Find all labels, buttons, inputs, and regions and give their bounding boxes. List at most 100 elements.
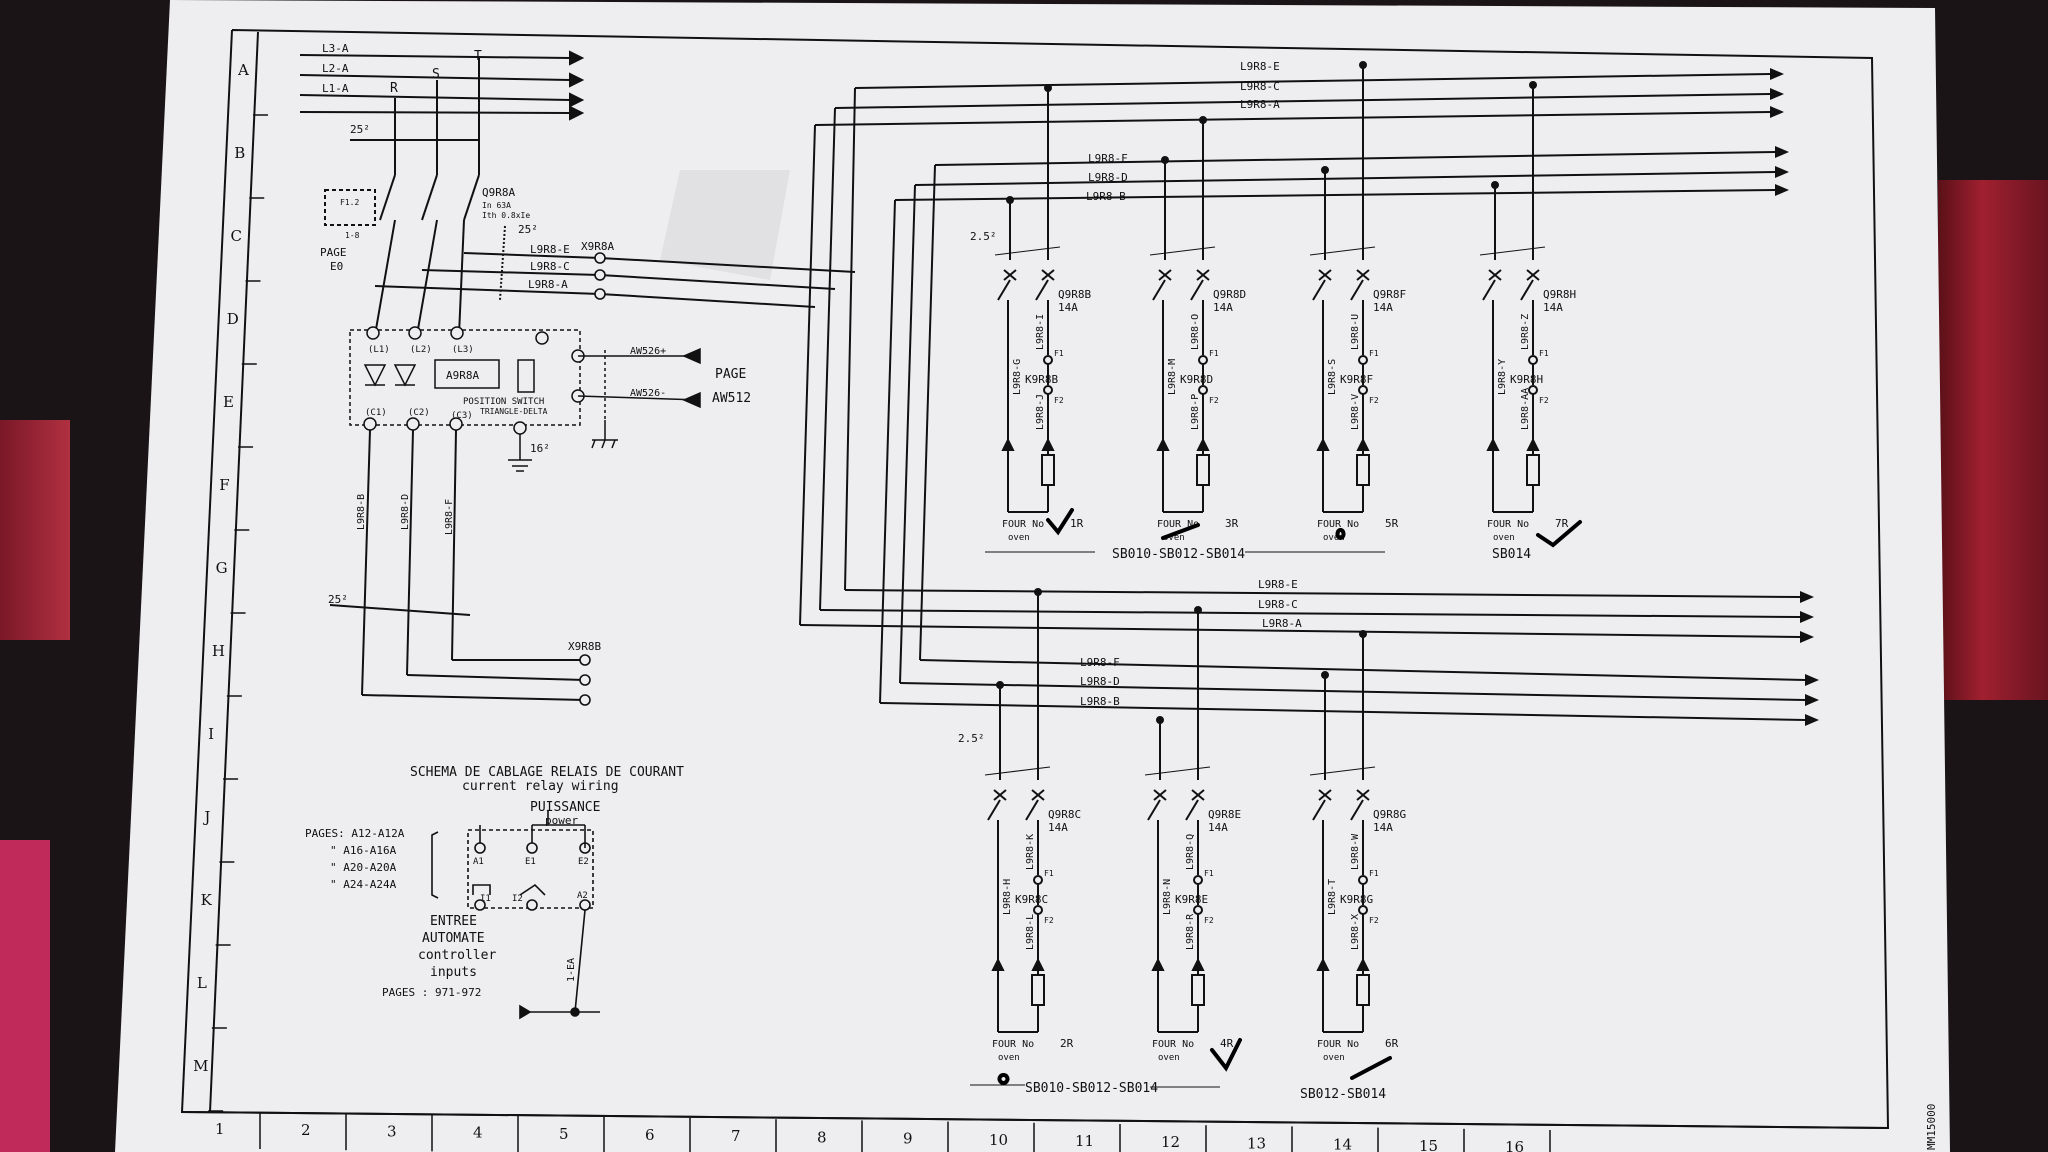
oven-wire-b: L9R8-K	[1025, 834, 1036, 870]
legend-title: SCHEMA DE CABLAGE RELAIS DE COURANT	[410, 765, 684, 780]
column-label: 9	[903, 1130, 913, 1148]
wire-size-oven-top: 2.5²	[970, 230, 997, 243]
breaker-blade	[987, 799, 1001, 821]
column-label: 16	[1505, 1138, 1524, 1152]
oven-label: FOUR No	[1317, 519, 1359, 530]
oven-f2: F2	[1369, 396, 1379, 405]
tap-dot	[1006, 196, 1014, 204]
switch-line2: TRIANGLE-DELTA	[480, 407, 548, 416]
tap-dot	[1199, 116, 1207, 124]
tap-dot	[996, 681, 1004, 689]
legend-t-a2: A2	[577, 891, 588, 901]
oven-wire-b: L9R8-W	[1350, 833, 1361, 870]
breaker-blade	[1152, 279, 1166, 301]
oven-breaker-rating: 14A	[1213, 301, 1233, 314]
group-label-bottom-2: SB012-SB014	[1300, 1087, 1386, 1102]
arrow-up	[991, 957, 1005, 971]
oven-wire-a: L9R8-H	[1002, 879, 1013, 915]
column-label: 7	[731, 1127, 741, 1145]
f2-terminal	[1043, 385, 1053, 395]
phase-s: S	[432, 67, 440, 82]
breaker-x	[1003, 269, 1017, 281]
legend-entry-1: ENTREE	[430, 914, 477, 929]
legend-pages-2: " A16-A16A	[330, 844, 397, 857]
oven-wire-a: L9R8-N	[1162, 879, 1173, 915]
oven-contactor: K9R8H	[1510, 373, 1543, 386]
oven-number: 3R	[1225, 517, 1239, 530]
column-label: 14	[1333, 1136, 1352, 1152]
oven-breaker-rating: 14A	[1373, 301, 1393, 314]
oven-breaker-name: Q9R8H	[1543, 288, 1576, 301]
bus-line	[879, 702, 1806, 721]
f2-terminal	[1358, 905, 1368, 915]
legend-pages-3: " A20-A20A	[330, 861, 397, 874]
f1-terminal	[1033, 875, 1043, 885]
arrow-up	[1356, 957, 1370, 971]
f1-terminal	[1198, 355, 1208, 365]
breaker-blade	[997, 279, 1011, 301]
breaker-blade	[1035, 279, 1049, 301]
bus-label: L9R8-D	[1088, 171, 1128, 184]
column-label: 1	[215, 1120, 225, 1138]
oven-label-en: oven	[1158, 1053, 1180, 1063]
row-label: D	[227, 310, 239, 328]
column-label: 15	[1419, 1137, 1438, 1152]
oven-circuit-3	[1309, 61, 1376, 513]
oven-label-en: oven	[1493, 533, 1515, 543]
term-c2: (C2)	[408, 408, 430, 418]
bus-line	[899, 682, 1806, 701]
wire-size-rule	[984, 766, 1051, 776]
tap-dot	[1491, 181, 1499, 189]
row-label: M	[193, 1057, 208, 1075]
breaker-x	[1196, 269, 1210, 281]
row-label: G	[216, 559, 228, 577]
wire-size-top: 25²	[350, 123, 370, 136]
legend-t-e2: E2	[578, 857, 589, 867]
switch-line1: POSITION SWITCH	[463, 397, 544, 407]
bus-line	[834, 93, 1771, 109]
incoming-l3: L3-A	[322, 42, 349, 55]
page-ref-label: PAGE	[320, 246, 347, 259]
column-label: 8	[817, 1128, 827, 1146]
bus-label: L9R8-E	[1258, 578, 1298, 591]
oven-wire-a: L9R8-G	[1012, 359, 1023, 395]
f2-terminal	[1198, 385, 1208, 395]
breaker-blade	[1190, 279, 1204, 301]
oven-f1: F1	[1204, 869, 1214, 878]
tap-dot	[1359, 630, 1367, 638]
term-c3: (C3)	[451, 411, 473, 421]
wire-lower-b: L9R8-B	[356, 494, 367, 530]
oven-number: 7R	[1555, 517, 1569, 530]
oven-f1: F1	[1539, 349, 1549, 358]
legend-subtitle: current relay wiring	[462, 779, 619, 794]
main-breaker-aux2: 1-8	[345, 231, 360, 240]
background-fabric-right	[1938, 180, 2048, 700]
row-label: H	[212, 642, 225, 660]
breaker-blade	[1312, 799, 1326, 821]
breaker-x	[1356, 789, 1370, 801]
terminal-x9r8a: X9R8A	[581, 240, 614, 253]
col-axis-line	[181, 1111, 1889, 1129]
oven-wire-c: L9R8-J	[1035, 394, 1046, 430]
arrow-up	[1041, 437, 1055, 451]
bus-risers	[799, 87, 936, 704]
oven-f1: F1	[1369, 349, 1379, 358]
oven-circuit-1	[994, 84, 1061, 513]
bus-label: L9R8-C	[1258, 598, 1298, 611]
oven-f2: F2	[1369, 916, 1379, 925]
oven-number: 1R	[1070, 517, 1084, 530]
top-terminal-wires	[374, 225, 856, 308]
tap-dot	[1321, 671, 1329, 679]
column-label: 10	[989, 1131, 1008, 1149]
oven-circuit-5	[984, 588, 1051, 1033]
oven-number: 4R	[1220, 1037, 1234, 1050]
page-ref-number: E0	[330, 260, 343, 273]
legend-entry-4: inputs	[430, 965, 477, 980]
oven-label-en: oven	[1008, 533, 1030, 543]
breaker-blade	[1025, 799, 1039, 821]
breaker-blade	[1482, 279, 1496, 301]
main-breaker-name: Q9R8A	[482, 186, 515, 199]
column-label: 2	[301, 1121, 311, 1139]
oven-breaker-name: Q9R8F	[1373, 288, 1406, 301]
bus-label: L9R8-C	[1240, 80, 1280, 93]
